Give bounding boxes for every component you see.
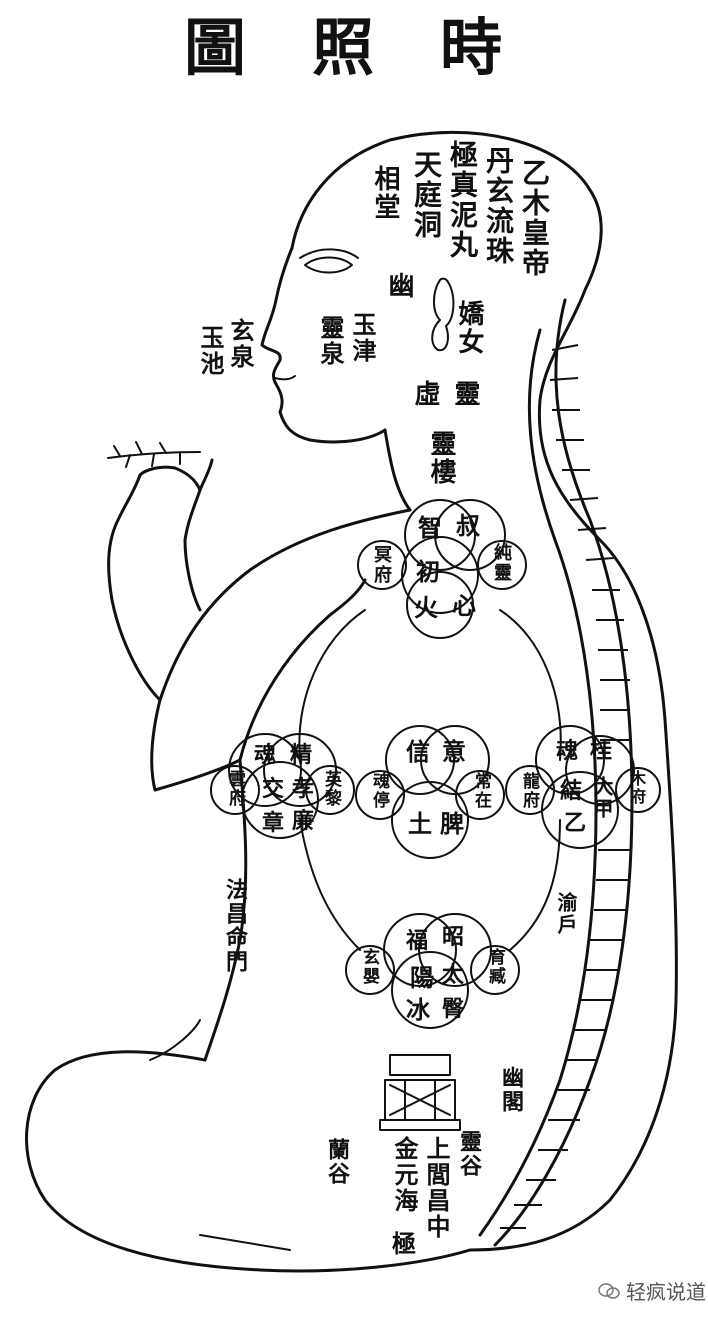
base-label-mid-left: 金元海 [390, 1136, 419, 1214]
heart-top: 智 [418, 513, 442, 542]
base-label-mid: 上閭昌中 [422, 1136, 451, 1240]
head-label-5: 相堂 [370, 165, 400, 221]
ear-label-you: 幽 [384, 272, 414, 300]
ear [431, 277, 455, 352]
head-outline [290, 130, 678, 1252]
mright-center-left: 結 [560, 778, 583, 804]
eye [304, 256, 353, 274]
heart-center: 初 [416, 557, 440, 586]
throat-label-right: 靈 [450, 380, 480, 408]
upper-arm-inner [238, 578, 367, 762]
lower-left: 玄嬰 [359, 948, 379, 986]
lower-top-left: 福 [406, 928, 429, 954]
title-char-2: 照 [312, 11, 375, 84]
lower-center-left: 陽 [410, 963, 434, 992]
torso-right-label: 渝戶 [554, 892, 578, 936]
lower-top-right: 昭 [442, 924, 465, 950]
mleft-center-left: 交 [262, 776, 285, 802]
mleft-top-right: 精 [290, 742, 313, 768]
mcenter-top-right: 意 [442, 737, 466, 766]
face-label-xuanquan: 玄泉 [226, 318, 255, 370]
heart-cluster-circles [357, 499, 527, 639]
spine-outer [493, 298, 634, 1247]
face-label-lingquan: 靈泉 [316, 315, 345, 367]
neck-outline [383, 428, 412, 512]
mleft-bottom-right: 廉 [292, 808, 315, 834]
face-label-yujin: 玉津 [348, 312, 377, 364]
ear-label-jiaonv: 嬌女 [454, 300, 484, 356]
throat-label-left: 虛 [410, 380, 440, 408]
mright-bottom: 乙 [564, 810, 587, 836]
title-char-1: 時 [440, 11, 503, 84]
heart-bottom-right: 心 [452, 591, 476, 620]
mcenter-right: 常在 [471, 772, 491, 810]
base-label-bottom: 極 [392, 1229, 416, 1258]
cauldron [379, 1054, 461, 1131]
mright-center-right: 大甲 [590, 776, 614, 820]
lower-bottom-left: 冰 [406, 995, 430, 1024]
diagram-title: 時 照 圖 [0, 8, 708, 88]
mouth [274, 375, 296, 381]
title-char-3: 圖 [184, 11, 247, 84]
lower-cluster-circles [345, 913, 520, 1029]
wechat-icon [598, 1282, 620, 1299]
torso-left-label: 法昌命門 [222, 878, 248, 974]
mleft-left: 雲府 [225, 770, 245, 808]
spine-vertebrae [500, 344, 630, 1229]
leg-crease [199, 1234, 291, 1251]
forearm-inner [183, 458, 214, 612]
mcenter-left: 魂停 [369, 772, 389, 810]
mright-top-left: 魂 [556, 738, 579, 764]
heart-right: 純靈 [491, 543, 512, 583]
head-label-3: 極真泥丸 [446, 140, 479, 260]
mcenter-top-left: 信 [406, 737, 430, 766]
head-label-1: 乙木皇帝 [518, 158, 551, 278]
face-outline [260, 246, 387, 444]
knee-fold [149, 1019, 201, 1061]
mleft-top-left: 魂 [254, 742, 277, 768]
watermark: 轻疯说道 [598, 1276, 706, 1305]
neck-label: 靈樓 [426, 430, 456, 486]
forearm-outline [107, 473, 162, 702]
mleft-bottom: 章 [262, 810, 285, 836]
spine-inner [478, 328, 598, 1237]
mright-top-right: 桂 [590, 738, 613, 764]
middle-left-circles [210, 733, 355, 839]
middle-right-circles [505, 725, 661, 849]
chambers-connector [298, 609, 562, 951]
mright-right: 木府 [627, 770, 646, 806]
lower-right: 育臧 [485, 948, 505, 986]
mcenter-bottom-right: 脾 [440, 809, 464, 838]
mleft-center-right: 孝 [292, 776, 315, 802]
base-label-left: 蘭谷 [324, 1138, 350, 1186]
arm-outline [150, 508, 412, 792]
watermark-text: 轻疯说道 [626, 1280, 706, 1304]
mleft-right: 英黎 [321, 770, 341, 808]
lower-center-right: 太 [442, 962, 465, 988]
herb-sprig [107, 451, 201, 459]
lower-bottom-right: 臀 [442, 996, 465, 1022]
hand-outline [138, 465, 202, 492]
heart-bottom: 火 [414, 593, 438, 622]
mright-left: 龍府 [519, 772, 539, 810]
legs-outline [25, 1050, 472, 1273]
head-label-2: 丹玄流珠 [482, 146, 515, 266]
middle-center-circles [355, 725, 505, 859]
base-label-right: 靈谷 [456, 1130, 482, 1178]
base-label-far-right: 幽閣 [498, 1066, 524, 1114]
face-label-yuchi: 玉池 [196, 325, 225, 377]
heart-left: 冥府 [371, 545, 392, 585]
heart-top-right: 叔 [456, 511, 480, 540]
head-label-4: 天庭洞 [410, 150, 443, 240]
mcenter-bottom-left: 土 [408, 809, 432, 838]
